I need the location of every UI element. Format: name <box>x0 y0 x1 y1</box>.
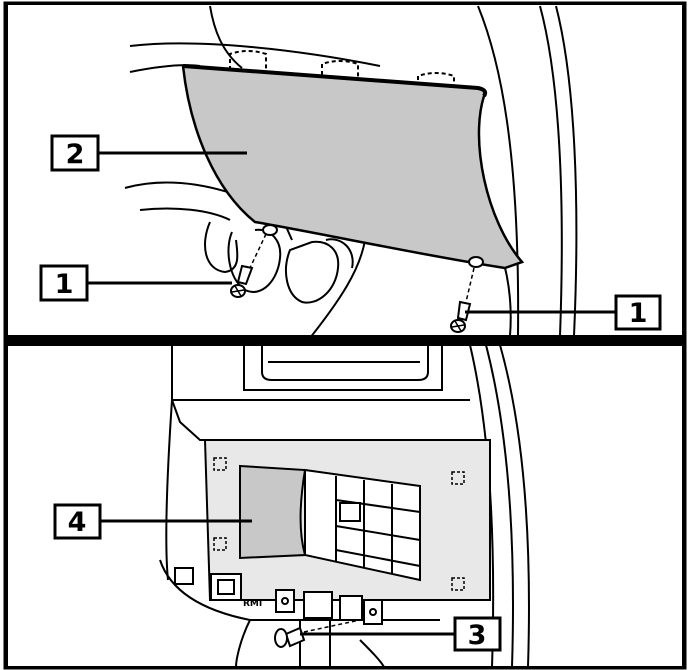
callout-box <box>614 294 662 331</box>
connector-port <box>303 591 333 619</box>
connector-port <box>210 573 242 601</box>
connector-port <box>174 567 194 585</box>
pillar-line <box>555 5 578 336</box>
screw-left <box>230 224 278 298</box>
callout-2: 2 <box>50 134 247 172</box>
callout-box <box>453 616 502 652</box>
callout-label: 2 <box>66 139 85 170</box>
clip-marker <box>451 577 465 591</box>
hidden-clip <box>417 72 455 98</box>
pillar-line <box>477 5 520 336</box>
dash-contour-line <box>235 619 251 667</box>
callout-3: 3 <box>300 616 502 652</box>
dash-contour-line <box>129 42 381 67</box>
center-vent-inner <box>261 345 429 381</box>
dash-contour-line <box>165 399 173 581</box>
clip-markers <box>213 457 465 591</box>
callout-1-right: 1 <box>465 294 662 331</box>
callout-label: 3 <box>468 620 487 651</box>
connector-port <box>339 595 363 621</box>
pillar-line <box>539 5 563 336</box>
clip-marker <box>213 457 227 471</box>
hidden-clip <box>229 50 267 74</box>
pillar-line <box>499 345 530 667</box>
lower-panel: RMI 4 3 <box>6 344 684 668</box>
hidden-clip <box>321 60 359 84</box>
callout-box <box>53 503 102 540</box>
clip-3 <box>274 619 361 648</box>
connector-label: RMI <box>243 599 262 609</box>
callout-box <box>39 264 89 302</box>
panel-opening <box>239 464 307 560</box>
under-dash-panel-edge <box>182 64 488 98</box>
switch-grid <box>304 468 421 582</box>
upper-panel: 2 1 1 <box>6 3 684 337</box>
dash-contour-line <box>139 207 231 221</box>
dash-contour-line <box>209 5 243 69</box>
outer-border <box>3 1 687 670</box>
callout-label: 4 <box>68 507 87 538</box>
clip-marker <box>213 537 227 551</box>
callout-label: 1 <box>55 269 74 300</box>
callout-4: 4 <box>53 503 252 540</box>
hidden-clips <box>229 50 455 98</box>
panel-divider <box>5 336 685 345</box>
connector-row <box>174 567 383 625</box>
callout-label: 1 <box>629 298 648 329</box>
callout-box <box>50 134 100 172</box>
screw-right <box>450 256 484 333</box>
center-vent-outline <box>243 345 443 391</box>
pillar-line <box>485 345 514 667</box>
clip-marker <box>451 471 465 485</box>
dash-contour-line <box>159 559 440 621</box>
callout-1-left: 1 <box>39 264 232 302</box>
